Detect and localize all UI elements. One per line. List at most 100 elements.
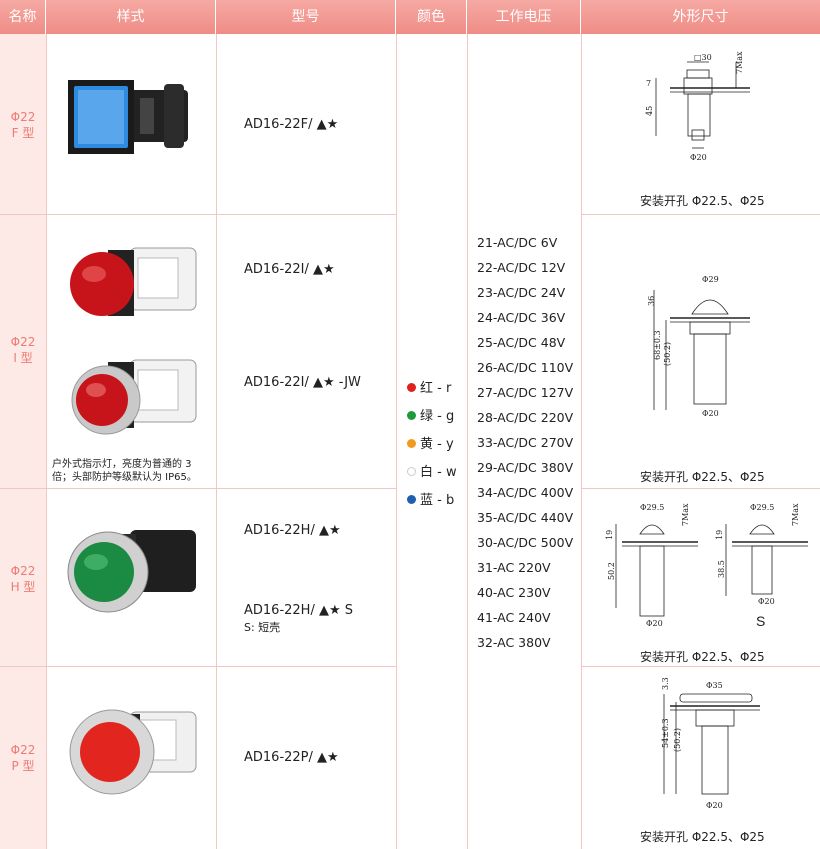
voltage-item: 31-AC 220V [477, 560, 551, 575]
dimension-drawing-h-s: Φ29.5 7Max 19 38.5 Φ20 S [715, 503, 808, 629]
row-name-line1: Φ22 [10, 335, 36, 349]
product-image-p-type [69, 709, 197, 795]
model-p: AD16-22P/ ▲★ [244, 750, 339, 765]
model-f: AD16-22F/ ▲★ [244, 117, 339, 132]
dim-h3: (50.2) [673, 728, 682, 752]
color-label: 黄 - y [420, 437, 454, 452]
divider [396, 34, 397, 849]
color-label: 绿 - g [420, 409, 455, 424]
color-red: 红 - r [407, 377, 451, 396]
dim-bottom: Φ20 [706, 801, 723, 810]
dim-max: 7Max [735, 51, 744, 74]
row-name-line1: Φ22 [10, 743, 36, 757]
red-dot-icon [407, 383, 416, 392]
row-name-f: Φ22 F 型 [0, 109, 46, 141]
product-image-f-type [68, 80, 188, 154]
row-name-line2: F 型 [11, 126, 35, 140]
dim-h1: 36 [647, 296, 656, 306]
dim-h2: 38.5 [717, 560, 726, 578]
model-i-jw: AD16-22I/ ▲★ -JW [244, 375, 361, 390]
mount-hole-caption-h: 安装开孔 Φ22.5、Φ25 [640, 650, 765, 664]
dim-bottom: Φ20 [690, 153, 707, 162]
product-image-h-type [67, 530, 196, 613]
blue-dot-icon [407, 495, 416, 504]
dim-h2: 54±0.3 [661, 718, 670, 748]
dimension-drawing-p: Φ35 3.3 54±0.3 (50.2) Φ20 [661, 677, 760, 810]
voltage-item: 22-AC/DC 12V [477, 260, 566, 275]
dim-h1: 3.3 [661, 677, 670, 690]
mount-hole-caption-f: 安装开孔 Φ22.5、Φ25 [640, 194, 765, 208]
row-name-line2: I 型 [13, 351, 33, 365]
dim-h3: (50.2) [663, 342, 672, 366]
voltage-item: 27-AC/DC 127V [477, 385, 574, 400]
dim-max: 7Max [681, 503, 690, 526]
row-name-line1: Φ22 [10, 564, 36, 578]
dim-top: Φ29.5 [640, 503, 664, 512]
divider [0, 666, 396, 667]
product-image-i-type-jw [71, 359, 197, 435]
dim-top: Φ35 [706, 681, 723, 690]
model-i: AD16-22I/ ▲★ [244, 262, 335, 277]
voltage-item: 23-AC/DC 24V [477, 285, 566, 300]
row-name-h: Φ22 H 型 [0, 563, 46, 595]
dim-top: □30 [694, 53, 712, 62]
h-short-shell-note: S: 短壳 [244, 621, 281, 634]
color-green: 绿 - g [407, 405, 454, 424]
voltage-item: 26-AC/DC 110V [477, 360, 574, 375]
white-dot-icon [407, 467, 416, 476]
header-model: 型号 [216, 0, 396, 34]
row-name-i: Φ22 I 型 [0, 334, 46, 366]
voltage-item: 41-AC 240V [477, 610, 551, 625]
dim-bottom: Φ20 [702, 409, 719, 418]
header-name: 名称 [0, 0, 46, 34]
divider [581, 34, 582, 849]
voltage-item: 29-AC/DC 380V [477, 460, 574, 475]
model-h-s: AD16-22H/ ▲★ S [244, 603, 354, 618]
green-dot-icon [407, 411, 416, 420]
voltage-item: 24-AC/DC 36V [477, 310, 566, 325]
dim-top: Φ29 [702, 275, 719, 284]
dim-max: 7Max [791, 503, 800, 526]
header-style: 样式 [46, 0, 216, 34]
table-header: 名称 样式 型号 颜色 工作电压 外形尺寸 [0, 0, 820, 34]
dimension-drawing-f: □30 7Max 7 45 Φ20 [645, 51, 750, 162]
voltage-item: 34-AC/DC 400V [477, 485, 574, 500]
dimension-drawing-i: Φ29 36 68±0.3 (50.2) Φ20 [647, 275, 750, 418]
row-name-line1: Φ22 [10, 110, 36, 124]
i-type-note: 户外式指示灯，亮度为普通的 3 倍；头部防护等级默认为 IP65。 [52, 459, 197, 483]
color-label: 红 - r [420, 381, 452, 396]
dim-bottom: Φ20 [758, 597, 775, 606]
short-shell-label: S [756, 613, 765, 629]
voltage-item: 25-AC/DC 48V [477, 335, 566, 350]
row-name-line2: P 型 [11, 759, 35, 773]
product-image-i-type [70, 247, 197, 316]
divider [0, 214, 396, 215]
voltage-item: 33-AC/DC 270V [477, 435, 574, 450]
divider [581, 214, 820, 215]
dim-h2: 50.2 [607, 562, 616, 580]
mount-hole-caption-p: 安装开孔 Φ22.5、Φ25 [640, 830, 765, 844]
divider [216, 34, 217, 849]
divider [46, 34, 47, 849]
color-blue: 蓝 - b [407, 489, 454, 508]
dim-h2: 68±0.3 [653, 330, 662, 360]
color-white: 白 - w [407, 461, 457, 480]
divider [467, 34, 468, 849]
dim-h1: 19 [605, 530, 614, 540]
color-yellow: 黄 - y [407, 433, 454, 452]
voltage-item: 40-AC 230V [477, 585, 551, 600]
divider [581, 666, 820, 667]
yellow-dot-icon [407, 439, 416, 448]
voltage-item: 28-AC/DC 220V [477, 410, 574, 425]
row-name-line2: H 型 [10, 580, 36, 594]
divider [581, 488, 820, 489]
dim-h1: 19 [715, 530, 724, 540]
divider [0, 488, 396, 489]
voltage-item: 30-AC/DC 500V [477, 535, 574, 550]
dimension-drawing-h: Φ29.5 7Max 19 50.2 Φ20 [605, 503, 698, 628]
color-label: 蓝 - b [420, 493, 455, 508]
name-column [0, 34, 46, 849]
mount-hole-caption-i: 安装开孔 Φ22.5、Φ25 [640, 470, 765, 484]
dim-h2: 45 [645, 106, 654, 116]
